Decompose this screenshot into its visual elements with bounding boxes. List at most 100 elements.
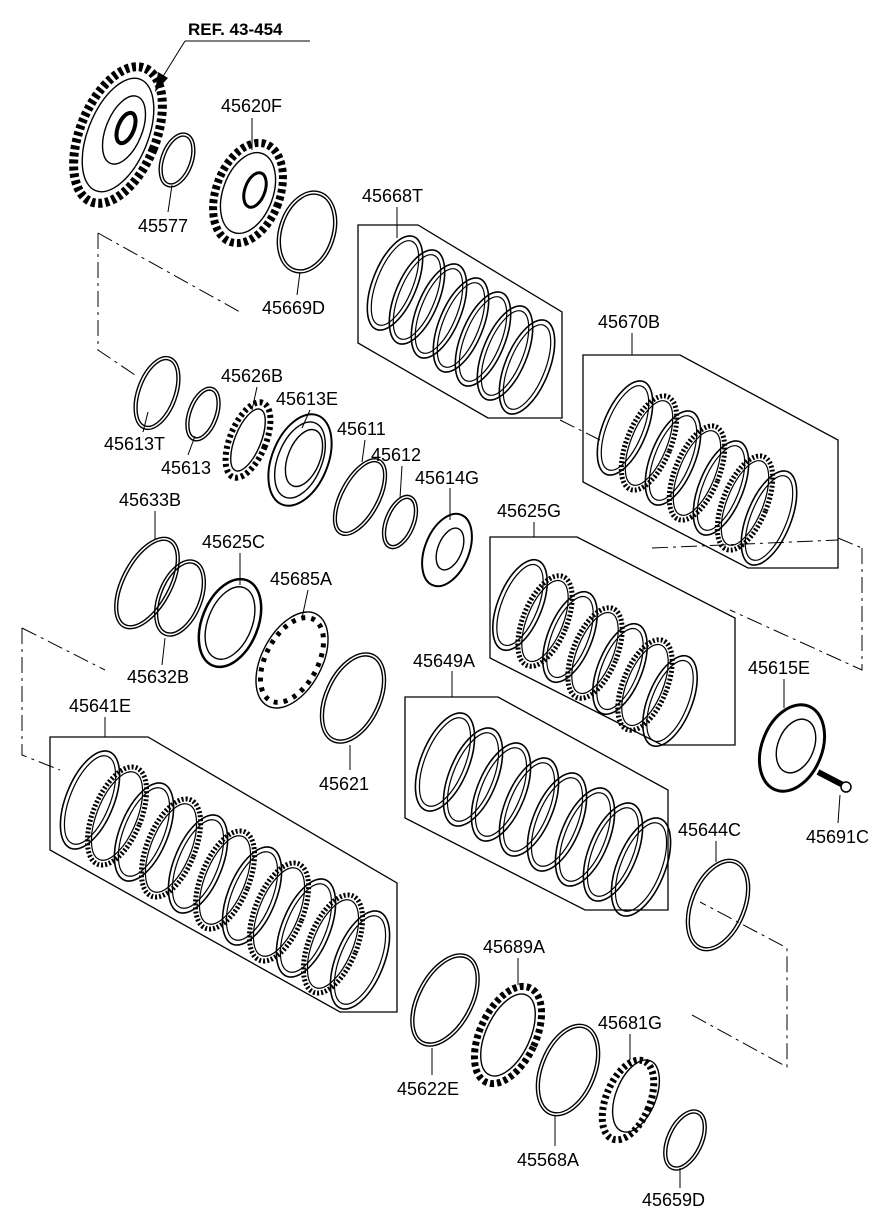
reference-label[interactable]: REF. 43-454	[188, 20, 283, 39]
label-45633B[interactable]: 45633B	[119, 490, 181, 510]
clutch-plate	[113, 782, 175, 882]
clutch-plate-inner-edge	[744, 475, 794, 561]
part-45568A-ring	[535, 1023, 601, 1117]
part-45632B-ring	[153, 559, 207, 637]
clutch-plate-inner-edge	[458, 296, 508, 382]
part-45621-ring	[319, 652, 387, 744]
clutch-plate-inner-edge	[225, 851, 279, 941]
clutch-plate-inner-edge	[414, 268, 464, 354]
clutch-plate	[498, 757, 560, 857]
part-labels: 45620F 45577 45669D 45668T 45670B 45626B…	[69, 96, 869, 1210]
clutch-plate-inner-edge	[418, 717, 472, 807]
clutch-plate	[192, 828, 258, 932]
label-45681G[interactable]: 45681G	[598, 1013, 662, 1033]
label-45644C[interactable]: 45644C	[678, 820, 741, 840]
clutch-plate-inner-edge	[672, 430, 722, 516]
part-45613E-piston	[267, 413, 333, 507]
clutch-plate	[366, 235, 424, 331]
part-45668T-clutch-pack	[357, 224, 563, 419]
label-45620F[interactable]: 45620F	[221, 96, 282, 116]
label-45685A[interactable]: 45685A	[270, 569, 332, 589]
clutch-plate	[432, 277, 490, 373]
label-45612[interactable]: 45612	[371, 445, 421, 465]
clutch-plate	[414, 712, 476, 812]
part-45615E-hub	[757, 703, 827, 793]
clutch-plate-inner-edge	[252, 867, 306, 957]
label-45621[interactable]: 45621	[319, 774, 369, 794]
clutch-plate-inner-edge	[392, 254, 442, 340]
clutch-plate-inner-edge	[474, 747, 528, 837]
label-45649A[interactable]: 45649A	[413, 651, 475, 671]
clutch-plate	[515, 573, 575, 669]
clutch-plate	[610, 817, 672, 917]
label-45670B[interactable]: 45670B	[598, 312, 660, 332]
clutch-plate-inner-edge	[198, 835, 252, 925]
clutch-plate	[388, 249, 446, 345]
part-45649A-clutch-pack	[404, 696, 672, 917]
label-45613E[interactable]: 45613E	[276, 389, 338, 409]
clutch-plate-inner-edge	[521, 579, 569, 663]
label-45577[interactable]: 45577	[138, 216, 188, 236]
label-45615E[interactable]: 45615E	[748, 658, 810, 678]
clutch-plate-inner-edge	[496, 563, 544, 647]
clutch-plate	[542, 590, 598, 684]
label-45669D[interactable]: 45669D	[262, 298, 325, 318]
clutch-plate-inner-edge	[720, 460, 770, 546]
clutch-plate	[498, 319, 556, 415]
part-45613T-ring	[133, 355, 181, 431]
clutch-plate-inner-edge	[646, 659, 694, 743]
part-45644C-ring	[685, 858, 751, 952]
clutch-plate-inner-edge	[621, 643, 669, 727]
clutch-plate-inner-edge	[571, 611, 619, 695]
label-45632B[interactable]: 45632B	[127, 667, 189, 687]
clutch-plate	[138, 796, 204, 900]
label-45613[interactable]: 45613	[161, 458, 211, 478]
label-45568A[interactable]: 45568A	[517, 1150, 579, 1170]
clutch-plate-inner-edge	[558, 792, 612, 882]
label-45611[interactable]: 45611	[337, 419, 386, 439]
clutch-plate-inner-edge	[333, 915, 387, 1005]
clutch-plate-inner-edge	[546, 595, 594, 679]
clutch-plate-inner-edge	[502, 762, 556, 852]
label-45668T[interactable]: 45668T	[362, 186, 423, 206]
clutch-plate	[554, 787, 616, 887]
clutch-plate	[442, 727, 504, 827]
label-45659D[interactable]: 45659D	[642, 1190, 705, 1210]
part-45691C-bolt	[816, 769, 852, 793]
label-45625G[interactable]: 45625G	[497, 501, 561, 521]
part-45659D-ring	[663, 1109, 707, 1171]
reference-callout[interactable]: REF. 43-454	[155, 20, 310, 92]
label-45626B[interactable]: 45626B	[221, 366, 283, 386]
label-45622E[interactable]: 45622E	[397, 1079, 459, 1099]
part-45681G-gear	[598, 1056, 661, 1144]
clutch-plate	[329, 910, 391, 1010]
clutch-plate	[642, 654, 698, 748]
label-45689A[interactable]: 45689A	[483, 937, 545, 957]
clutch-plate	[476, 305, 534, 401]
clutch-plate-inner-edge	[370, 240, 420, 326]
label-45641E[interactable]: 45641E	[69, 696, 131, 716]
clutch-plate-inner-edge	[696, 445, 746, 531]
part-45625C-piston	[197, 577, 263, 669]
clutch-plate	[410, 263, 468, 359]
clutch-plate	[470, 742, 532, 842]
part-45612-ring	[381, 494, 419, 550]
clutch-plate-inner-edge	[279, 883, 333, 973]
part-45625G-clutch-pack	[489, 536, 736, 748]
clutch-plate	[615, 637, 675, 733]
label-45614G[interactable]: 45614G	[415, 468, 479, 488]
part-45641E-clutch-pack	[49, 736, 398, 1013]
clutch-plate-inner-edge	[480, 310, 530, 396]
clutch-plate-inner-edge	[614, 822, 668, 912]
part-45633B-ring	[114, 536, 180, 630]
label-45625C[interactable]: 45625C	[202, 532, 265, 552]
part-45685A-spring-plate	[255, 611, 329, 709]
clutch-plate-inner-edge	[144, 803, 198, 893]
clutch-plate	[582, 802, 644, 902]
leader-lines	[104, 118, 841, 1188]
clutch-plate	[454, 291, 512, 387]
clutch-plate	[592, 622, 648, 716]
label-45613T[interactable]: 45613T	[104, 434, 165, 454]
label-45691C[interactable]: 45691C	[806, 827, 869, 847]
